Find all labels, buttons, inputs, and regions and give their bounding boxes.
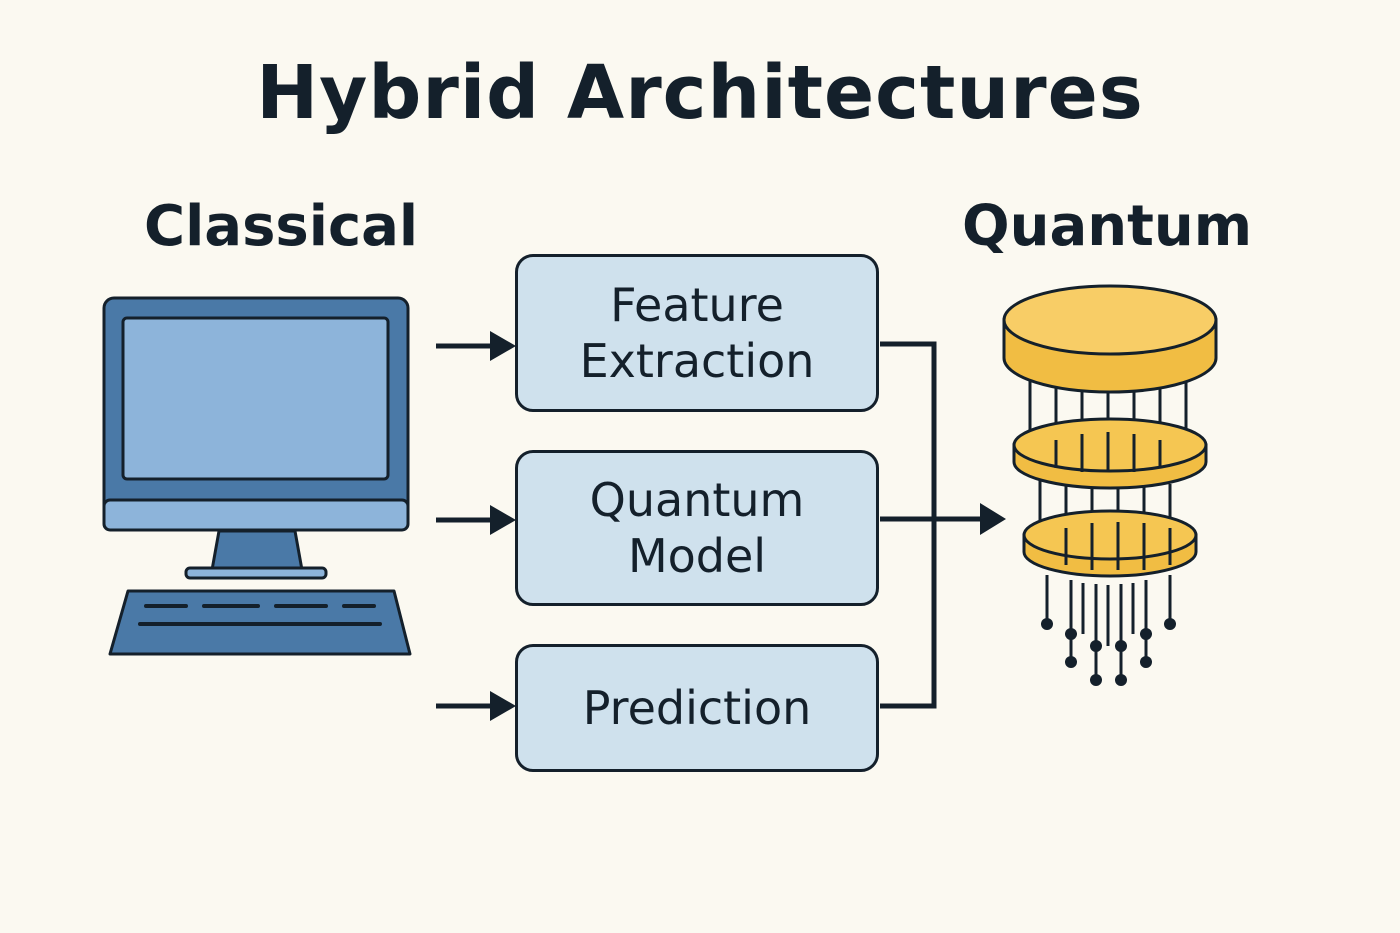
merge-connector	[880, 341, 1006, 709]
feature-extraction-box: Feature Extraction	[515, 254, 879, 412]
diagram-title: Hybrid Architectures	[256, 50, 1144, 136]
quantum-label: Quantum	[962, 194, 1253, 259]
desktop-computer-icon	[102, 296, 412, 656]
quantum-computer-icon	[1002, 284, 1218, 686]
quantum-model-box: Quantum Model	[515, 450, 879, 606]
prediction-box: Prediction	[515, 644, 879, 772]
feature-extraction-label: Feature Extraction	[579, 278, 815, 388]
quantum-model-label: Quantum Model	[589, 473, 805, 583]
prediction-label: Prediction	[582, 681, 812, 735]
classical-label: Classical	[144, 194, 419, 259]
input-arrows	[436, 331, 516, 721]
